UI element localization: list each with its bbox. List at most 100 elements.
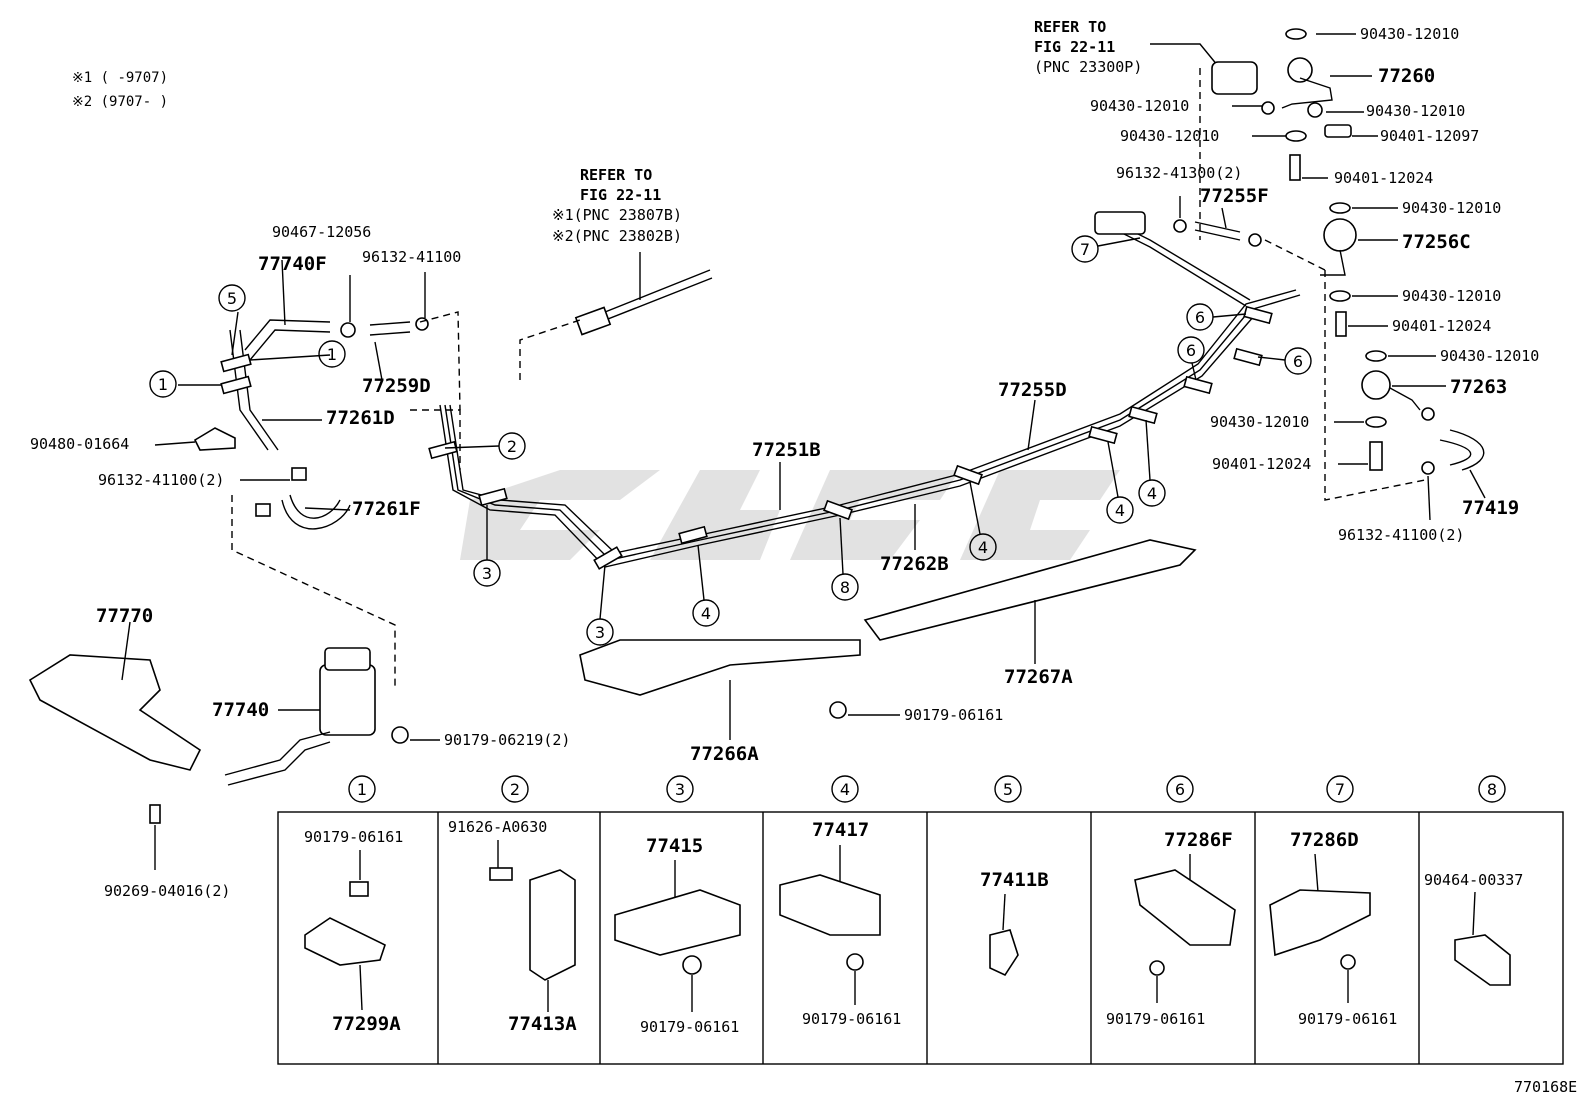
table-headers: 1 2 3 4 5 6 7 8: [348, 775, 1506, 803]
detail-table: 1 2 3 4 5 6 7 8 90179-06161 77299A 91626…: [277, 775, 1564, 1065]
svg-text:FIG 22-11: FIG 22-11: [580, 186, 661, 204]
svg-text:77260: 77260: [1378, 65, 1435, 87]
svg-text:8: 8: [840, 578, 850, 597]
svg-text:90464-00337: 90464-00337: [1424, 871, 1523, 889]
label-77267A: 77267A: [1004, 666, 1073, 688]
brackets: [579, 539, 1197, 719]
svg-text:6: 6: [1175, 780, 1185, 799]
label-77740F: 77740F: [258, 253, 327, 275]
svg-text:90430-12010: 90430-12010: [1366, 102, 1465, 120]
label-77266A: 77266A: [690, 743, 759, 765]
label-77770: 77770: [96, 605, 153, 627]
label-77259D: 77259D: [362, 375, 431, 397]
svg-text:4: 4: [840, 780, 850, 799]
svg-text:1: 1: [327, 345, 337, 364]
svg-text:77417: 77417: [812, 819, 869, 841]
svg-text:90401-12097: 90401-12097: [1380, 127, 1479, 145]
callout-3b: 3: [586, 618, 614, 646]
label-96132-2a: 96132-41100(2): [98, 471, 224, 489]
callout-1b: 1: [149, 370, 177, 398]
label-96132: 96132-41100: [362, 248, 461, 266]
label-77262B: 77262B: [880, 553, 949, 575]
svg-text:8: 8: [1487, 780, 1497, 799]
part-labels: 77740F 90467-12056 96132-41100 77259D 77…: [30, 25, 1539, 900]
callout-1a: 1: [318, 340, 346, 368]
label-90480: 90480-01664: [30, 435, 129, 453]
svg-text:91626-A0630: 91626-A0630: [448, 818, 547, 836]
svg-text:90430-12010: 90430-12010: [1210, 413, 1309, 431]
callout-4b: 4: [969, 533, 997, 561]
refer-mid: REFER TO FIG 22-11 ※1(PNC 23807B) ※2(PNC…: [552, 166, 682, 300]
label-90467: 90467-12056: [272, 223, 371, 241]
svg-text:77286F: 77286F: [1164, 829, 1233, 851]
svg-text:1: 1: [158, 375, 168, 394]
label-77261D: 77261D: [326, 407, 395, 429]
svg-text:90179-06161: 90179-06161: [1298, 1010, 1397, 1028]
pipe-clamps: [428, 305, 1273, 570]
svg-text:90430-12010: 90430-12010: [1402, 199, 1501, 217]
svg-text:77263: 77263: [1450, 376, 1507, 398]
svg-text:77411B: 77411B: [980, 869, 1049, 891]
callout-8: 8: [831, 573, 859, 601]
svg-text:6: 6: [1293, 352, 1303, 371]
svg-text:77286D: 77286D: [1290, 829, 1359, 851]
svg-text:3: 3: [675, 780, 685, 799]
svg-text:90401-12024: 90401-12024: [1334, 169, 1433, 187]
label-77255D: 77255D: [998, 379, 1067, 401]
svg-text:5: 5: [227, 289, 237, 308]
svg-text:96132-41300(2): 96132-41300(2): [1116, 164, 1242, 182]
svg-text:2: 2: [507, 437, 517, 456]
callout-4a: 4: [692, 599, 720, 627]
refer-top: REFER TO FIG 22-11 (PNC 23300P): [1034, 18, 1219, 76]
main-pipes: [439, 211, 1301, 568]
svg-text:90430-12010: 90430-12010: [1090, 97, 1189, 115]
svg-text:77256C: 77256C: [1402, 231, 1471, 253]
note-1: ※1 ( -9707): [72, 70, 168, 86]
callout-5: 5: [218, 284, 246, 312]
svg-text:REFER TO: REFER TO: [580, 166, 652, 184]
callout-6a: 6: [1186, 303, 1214, 331]
callout-4d: 4: [1138, 479, 1166, 507]
svg-text:4: 4: [1115, 501, 1125, 520]
svg-text:4: 4: [1147, 484, 1157, 503]
label-90179-06219: 90179-06219(2): [444, 731, 570, 749]
svg-text:77419: 77419: [1462, 497, 1519, 519]
svg-text:2: 2: [510, 780, 520, 799]
svg-text:3: 3: [482, 564, 492, 583]
svg-text:90179-06161: 90179-06161: [304, 828, 403, 846]
callout-4c: 4: [1106, 496, 1134, 524]
svg-text:77255F: 77255F: [1200, 185, 1269, 207]
svg-text:REFER TO: REFER TO: [1034, 18, 1106, 36]
svg-text:90430-12010: 90430-12010: [1402, 287, 1501, 305]
svg-text:77299A: 77299A: [332, 1013, 401, 1035]
figure-code: 770168E: [1514, 1078, 1577, 1096]
svg-text:90179-06161: 90179-06161: [1106, 1010, 1205, 1028]
svg-text:90401-12024: 90401-12024: [1392, 317, 1491, 335]
watermark-logo: [460, 470, 1120, 560]
svg-text:※1(PNC 23807B): ※1(PNC 23807B): [552, 206, 682, 224]
note-2: ※2 (9707- ): [72, 94, 168, 110]
svg-text:3: 3: [595, 623, 605, 642]
svg-text:5: 5: [1003, 780, 1013, 799]
svg-text:96132-41100(2): 96132-41100(2): [1338, 526, 1464, 544]
label-77740: 77740: [212, 699, 269, 721]
callout-7: 7: [1071, 235, 1099, 263]
svg-text:90179-06161: 90179-06161: [640, 1018, 739, 1036]
callout-6c: 6: [1284, 347, 1312, 375]
svg-text:6: 6: [1186, 341, 1196, 360]
right-parts: [1173, 28, 1485, 501]
callout-2: 2: [498, 432, 526, 460]
leader-lines: [121, 33, 1486, 870]
svg-text:77415: 77415: [646, 835, 703, 857]
label-77261F: 77261F: [352, 498, 421, 520]
svg-text:※2(PNC 23802B): ※2(PNC 23802B): [552, 227, 682, 245]
svg-text:7: 7: [1335, 780, 1345, 799]
svg-text:90430-12010: 90430-12010: [1360, 25, 1459, 43]
callout-6b: 6: [1177, 336, 1205, 364]
svg-text:1: 1: [357, 780, 367, 799]
label-90179-06161: 90179-06161: [904, 706, 1003, 724]
svg-text:(PNC 23300P): (PNC 23300P): [1034, 58, 1142, 76]
svg-text:4: 4: [978, 538, 988, 557]
svg-text:77413A: 77413A: [508, 1013, 577, 1035]
